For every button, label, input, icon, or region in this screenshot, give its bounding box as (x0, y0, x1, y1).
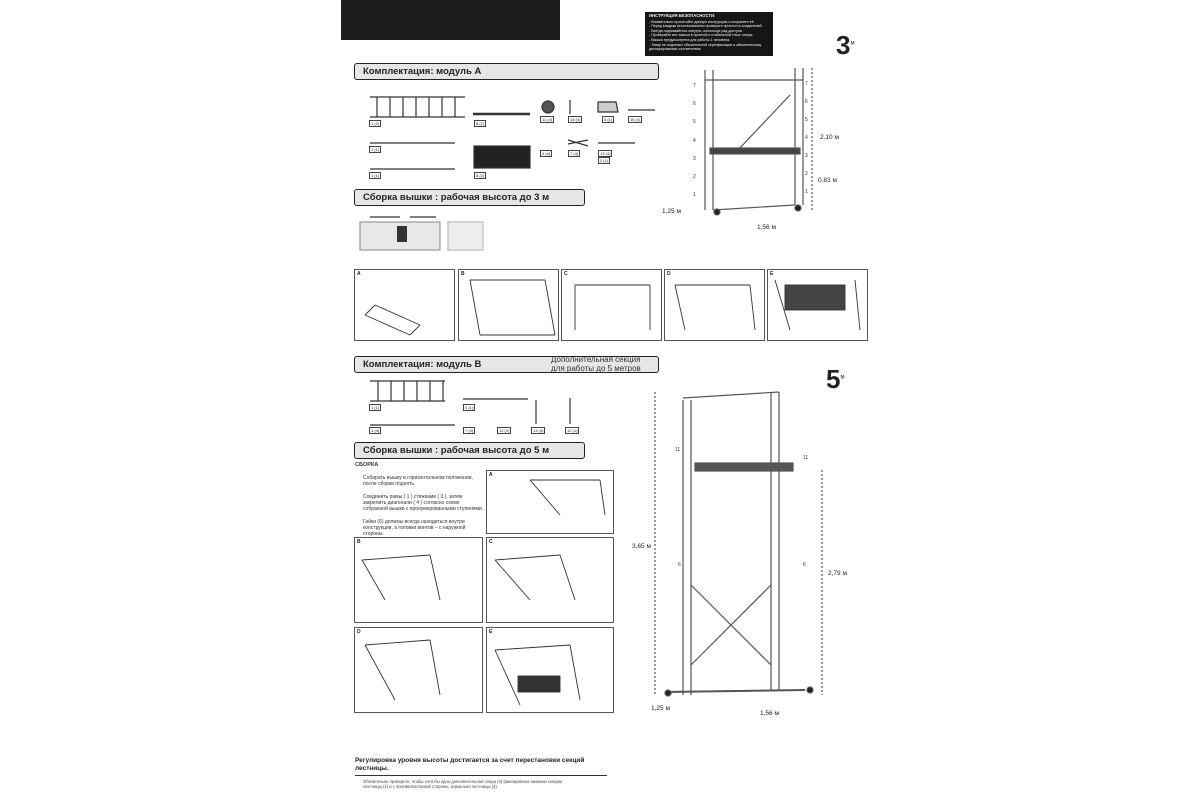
part-label: 11 (4) (540, 116, 555, 123)
safety-line: - Всегда поднимайтесь изнутри, используя… (649, 28, 743, 33)
safety-instructions: ИНСТРУКЦИЯ БЕЗОПАСНОСТИ: - Внимательно п… (645, 12, 773, 56)
level-number: 7 (693, 83, 696, 89)
instruction-step: Гайки (6) должны всегда находиться внутр… (363, 519, 466, 537)
module-b-header: Комплектация: модуль В (354, 356, 659, 373)
vertical-fine-print (875, 110, 881, 670)
level-number: 6 (805, 99, 808, 105)
assembly-a-panel: E (767, 269, 868, 341)
safety-line: - Товар не подлежит обязательной сертифи… (649, 42, 762, 47)
part-label: 7 (4) (568, 150, 581, 157)
part-label: 13 (4) (531, 427, 546, 434)
safety-line: - Внимательно прочитайте данную инструкц… (649, 19, 755, 24)
dimension-width: 1,56 м (757, 224, 776, 231)
part-label: 7 (4) (463, 427, 476, 434)
assembly-a-panel: D (664, 269, 765, 341)
assembly-b-panel: E (486, 627, 614, 713)
dimension-height-total: 2,10 м (820, 134, 839, 141)
level-number: 3 (693, 156, 696, 162)
dimension-depth: 1,25 м (651, 705, 670, 712)
height-adjustment-note: Регулировка уровня высоты достигается за… (355, 757, 615, 789)
part-label: 4 (4) (540, 150, 553, 157)
part-label: 1 (1) (369, 172, 382, 179)
instruction-step: Соединить рамы ( 1 ) стяжками ( 3 ), зат… (363, 494, 484, 512)
dimension-height-platform: 2,79 м (828, 570, 847, 577)
assembly-b-header: Сборка вышки : рабочая высота до 5 м (354, 442, 585, 459)
assembly-b-panel: C (486, 537, 614, 623)
part-label: 12 (1) (497, 427, 512, 434)
level-number: 5 (805, 117, 808, 123)
safety-title: ИНСТРУКЦИЯ БЕЗОПАСНОСТИ: (649, 13, 716, 18)
level-number: 5 (693, 119, 696, 125)
part-label: 2 (1) (598, 157, 611, 164)
dimension-depth: 1,25 м (662, 208, 681, 215)
safety-line: - Проверяйте вес вышки в прочной и стаби… (649, 33, 754, 38)
level-number: 6 (693, 101, 696, 107)
level-number: 1 (805, 189, 808, 195)
part-label: 13 (4) (598, 150, 613, 157)
part-label: 4 (4) (369, 427, 382, 434)
assembly-b-panel: B (354, 537, 483, 623)
assembly-instructions: СБОРКА Собирать вышку в горизонтальном п… (355, 462, 485, 544)
level-number: 11 (675, 447, 681, 453)
part-label: 4 (1) (463, 404, 476, 411)
level-number: 1 (693, 192, 696, 198)
level-number: 6 (803, 562, 806, 568)
assembly-b-panel: A (486, 470, 614, 534)
level-number: 2 (693, 174, 696, 180)
safety-line: - Вышка предусмотрена для работы 1 челов… (649, 37, 730, 42)
level-number: 7 (805, 81, 808, 87)
height-badge-5m: 5м (826, 364, 845, 394)
safety-line: - Перед каждым использованием проверьте … (649, 24, 763, 29)
level-number: 2 (805, 171, 808, 177)
dimension-height-total: 3,65 м (632, 543, 651, 550)
level-number: 11 (803, 455, 809, 461)
safety-line: декларированию соответствия. (649, 47, 702, 52)
part-label: 8 (2) (474, 120, 487, 127)
part-label: 8 (2) (474, 172, 487, 179)
assembly-a-panel: C (561, 269, 662, 341)
instruction-step: Собирать вышку в горизонтальном положени… (363, 475, 473, 487)
height-badge-3m: 3м (836, 30, 855, 60)
part-label: 5 (1) (602, 116, 615, 123)
module-b-extra-line: Дополнительная секция (551, 355, 641, 364)
part-label: 14 (4) (568, 116, 583, 123)
part-label: 1 (2) (369, 120, 382, 127)
part-label: 1 (1) (369, 404, 382, 411)
instructions-title: СБОРКА (355, 462, 379, 468)
part-label: 16 (4) (628, 116, 643, 123)
level-number: 4 (805, 135, 808, 141)
module-b-extra-note: Дополнительная секция для работы до 5 ме… (551, 355, 641, 373)
assembly-a-header: Сборка вышки : рабочая высота до 3 м (354, 189, 585, 206)
assembly-a-panel: B (458, 269, 559, 341)
module-b-extra-line: для работы до 5 метров (551, 364, 641, 373)
assembly-b-panel: D (354, 627, 483, 713)
part-label: 12 (1) (565, 427, 580, 434)
divider (355, 775, 607, 776)
dimension-height-platform: 0,83 м (818, 177, 837, 184)
module-a-header: Комплектация: модуль А (354, 63, 659, 80)
level-number: 3 (805, 153, 808, 159)
part-label: 1 (1) (369, 146, 382, 153)
note-heading: Регулировка уровня высоты достигается за… (355, 757, 585, 772)
level-number: 6 (678, 562, 681, 568)
note-body: Обязательно проверьте, чтобы хотя бы одн… (363, 779, 562, 789)
title-bar (341, 0, 560, 40)
assembly-a-panel: A (354, 269, 455, 341)
level-number: 4 (693, 138, 696, 144)
dimension-width: 1,56 м (760, 710, 779, 717)
